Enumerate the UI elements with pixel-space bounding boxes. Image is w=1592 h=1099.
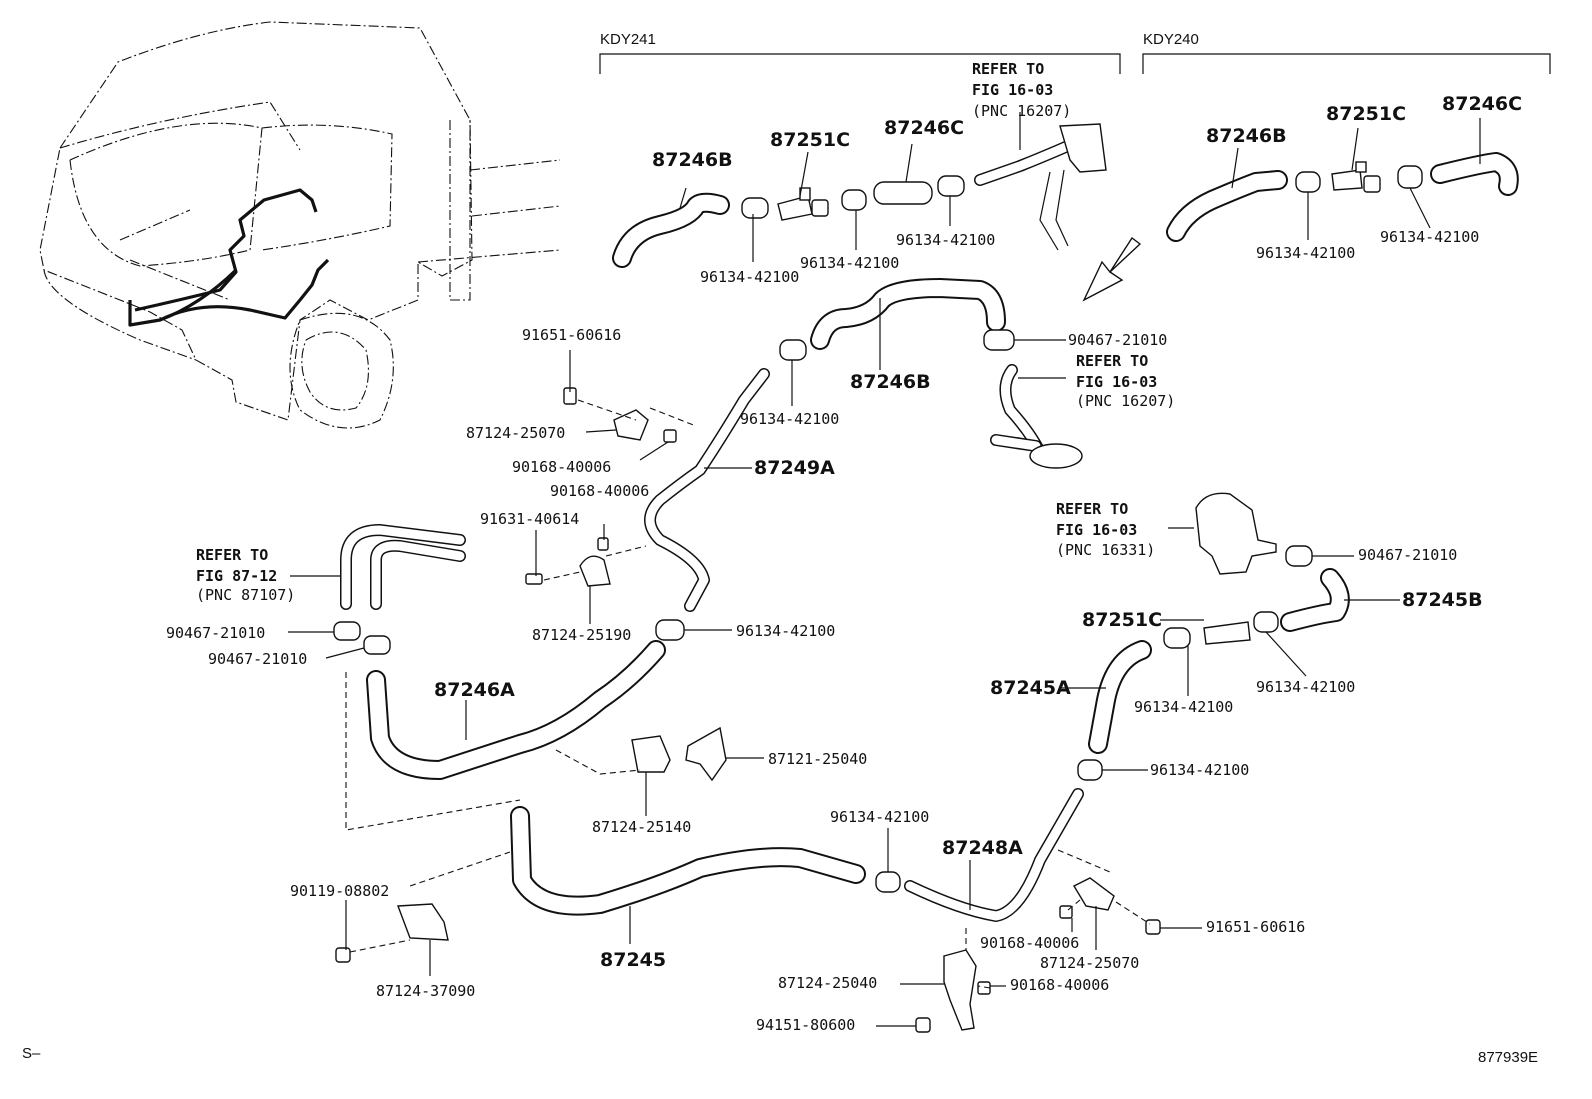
label-90119: 90119-08802 — [290, 882, 389, 900]
refer-left-line3: (PNC 87107) — [196, 586, 295, 604]
label-87246b-b: 87246B — [1206, 125, 1287, 147]
label-91631: 91631-40614 — [480, 510, 579, 528]
label-87245b: 87245B — [1402, 589, 1483, 611]
refer-left-line2: FIG 87-12 — [196, 567, 277, 585]
label-90467-4: 90467-21010 — [1358, 546, 1457, 564]
refer-right-line2: FIG 16-03 — [1056, 521, 1137, 539]
refer-left: REFER TO FIG 87-12 (PNC 87107) — [196, 546, 295, 604]
label-87124-25070-2: 87124-25070 — [1040, 954, 1139, 972]
label-96134-10: 96134-42100 — [1150, 761, 1249, 779]
refer-right: REFER TO FIG 16-03 (PNC 16331) — [1056, 500, 1155, 559]
refer-top: REFER TO FIG 16-03 (PNC 16207) — [972, 60, 1071, 120]
label-96134-2: 96134-42100 — [800, 254, 899, 272]
refer-left-line1: REFER TO — [196, 546, 268, 564]
label-96134-6: 96134-42100 — [740, 410, 839, 428]
label-87246c-a: 87246C — [884, 117, 964, 139]
label-96134-5: 96134-42100 — [1380, 228, 1479, 246]
label-87248a: 87248A — [942, 837, 1023, 859]
hose-labels: 87246B 87251C 87246C 87246B 87251C 87246… — [434, 93, 1522, 971]
refer-mid-line1: REFER TO — [1076, 352, 1148, 370]
refer-mid-line3: (PNC 16207) — [1076, 392, 1175, 410]
figure-number: 877939E — [1478, 1049, 1538, 1066]
label-96134-4: 96134-42100 — [1256, 244, 1355, 262]
label-87249a: 87249A — [754, 457, 835, 479]
heater-pipes — [333, 524, 466, 655]
label-91651-2: 91651-60616 — [1206, 918, 1305, 936]
label-96134-8: 96134-42100 — [1256, 678, 1355, 696]
dashed-guides — [345, 399, 1151, 989]
refer-top-line3: (PNC 16207) — [972, 102, 1071, 120]
label-91651-1: 91651-60616 — [522, 326, 621, 344]
label-87124-37090: 87124-37090 — [376, 982, 475, 1000]
label-96134-3: 96134-42100 — [896, 231, 995, 249]
label-87251c-c: 87251C — [1082, 609, 1162, 631]
label-87121-25040: 87121-25040 — [768, 750, 867, 768]
label-87124-25190: 87124-25190 — [532, 626, 631, 644]
hose-87246a — [366, 619, 685, 780]
label-96134-11: 96134-42100 — [830, 808, 929, 826]
pipe-87248a — [904, 759, 1103, 922]
small-parts — [335, 387, 1161, 1033]
label-87124-25140: 87124-25140 — [592, 818, 691, 836]
label-87246b-a: 87246B — [652, 149, 733, 171]
label-87246a: 87246A — [434, 679, 515, 701]
refer-mid-line2: FIG 16-03 — [1076, 373, 1157, 391]
refer-mid: REFER TO FIG 16-03 (PNC 16207) — [1076, 352, 1175, 410]
label-94151: 94151-80600 — [756, 1016, 855, 1034]
footer-left-mark: S– — [22, 1045, 41, 1062]
part-number-labels: 96134-42100 96134-42100 96134-42100 9613… — [166, 228, 1479, 1034]
label-90168-4: 90168-40006 — [1010, 976, 1109, 994]
label-90467-1: 90467-21010 — [1068, 331, 1167, 349]
center-hoses — [644, 278, 1083, 612]
refer-top-line2: FIG 16-03 — [972, 81, 1053, 99]
refer-right-line3: (PNC 16331) — [1056, 541, 1155, 559]
label-87246b-c: 87246B — [850, 371, 931, 393]
group-label-kdy240: KDY240 — [1143, 31, 1199, 48]
label-90467-3: 90467-21010 — [208, 650, 307, 668]
kdy240-hose-row — [1166, 152, 1519, 242]
label-87251c-a: 87251C — [770, 129, 850, 151]
leader-lines — [288, 112, 1481, 1027]
refer-top-line1: REFER TO — [972, 60, 1044, 78]
label-90467-2: 90467-21010 — [166, 624, 265, 642]
kdy241-hose-row — [612, 123, 1107, 268]
label-90168-3: 90168-40006 — [980, 934, 1079, 952]
label-87245: 87245 — [600, 949, 666, 971]
label-96134-9: 96134-42100 — [1134, 698, 1233, 716]
label-87246c-b: 87246C — [1442, 93, 1522, 115]
hose-87245 — [510, 806, 901, 916]
label-90168-1: 90168-40006 — [512, 458, 611, 476]
label-87124-25040: 87124-25040 — [778, 974, 877, 992]
group-label-kdy241: KDY241 — [600, 31, 656, 48]
label-90168-2: 90168-40006 — [550, 482, 649, 500]
label-96134-1: 96134-42100 — [700, 268, 799, 286]
direction-arrow — [1082, 236, 1142, 302]
truck-illustration — [39, 21, 561, 429]
label-87245a: 87245A — [990, 677, 1071, 699]
label-96134-7: 96134-42100 — [736, 622, 835, 640]
label-87251c-b: 87251C — [1326, 103, 1406, 125]
refer-right-line1: REFER TO — [1056, 500, 1128, 518]
label-87124-25070-1: 87124-25070 — [466, 424, 565, 442]
group-brackets: KDY241 KDY240 — [599, 31, 1551, 74]
right-hoses — [1088, 492, 1350, 754]
